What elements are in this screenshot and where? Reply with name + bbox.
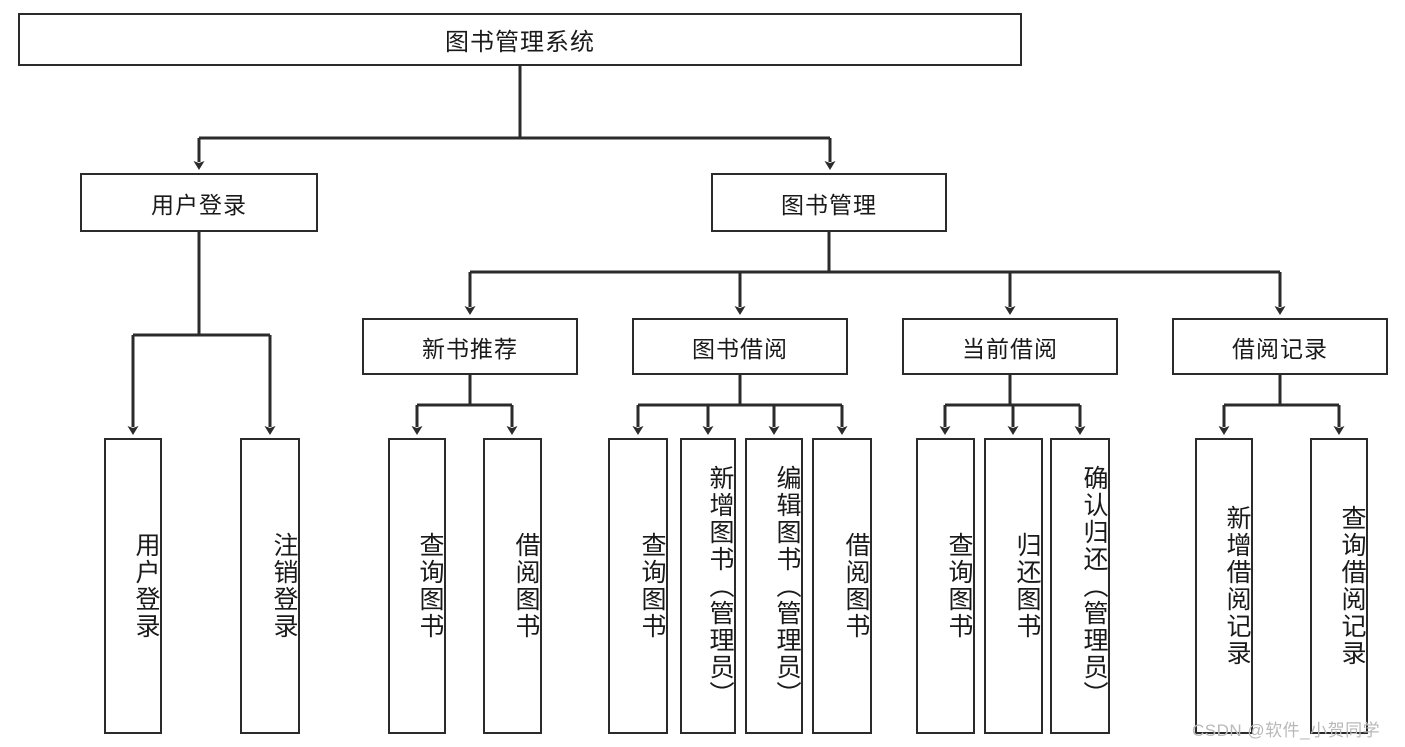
leaf-borrow-book[interactable]: 借阅图书 (812, 438, 872, 734)
leaf-borrow-book-recommend[interactable]: 借阅图书 (483, 438, 542, 734)
leaf-query-book-recommend[interactable]: 查询图书 (388, 438, 446, 734)
csdn-watermark: CSDN @软件_小贺同学 (1192, 721, 1381, 740)
node-label: 编辑图书（管理员） (773, 464, 801, 708)
leaf-edit-book-admin[interactable]: 编辑图书（管理员） (745, 438, 803, 734)
node-borrow-record[interactable]: 借阅记录 (1172, 318, 1388, 375)
node-label: 查询借阅记录 (1338, 505, 1366, 667)
node-book-borrow[interactable]: 图书借阅 (632, 318, 848, 375)
node-label: 查询图书 (416, 532, 444, 640)
node-label: 当前借阅 (962, 335, 1058, 362)
leaf-add-borrow-record[interactable]: 新增借阅记录 (1195, 438, 1253, 734)
leaf-return-book[interactable]: 归还图书 (984, 438, 1043, 734)
node-user-login[interactable]: 用户登录 (80, 173, 318, 232)
leaf-query-book-borrow[interactable]: 查询图书 (608, 438, 668, 734)
leaf-user-logout[interactable]: 注销登录 (240, 438, 300, 734)
leaf-user-login[interactable]: 用户登录 (104, 438, 162, 734)
node-label: 确认归还（管理员） (1080, 464, 1108, 708)
node-label: 归还图书 (1013, 532, 1041, 640)
node-label: 借阅记录 (1232, 335, 1328, 362)
node-label: 图书管理系统 (445, 29, 595, 56)
node-label: 借阅图书 (512, 532, 540, 640)
node-label: 查询图书 (638, 532, 666, 640)
node-current-borrow[interactable]: 当前借阅 (902, 318, 1118, 375)
node-book-management[interactable]: 图书管理 (711, 173, 947, 232)
node-label: 查询图书 (945, 532, 973, 640)
leaf-query-book-current[interactable]: 查询图书 (916, 438, 975, 734)
leaf-confirm-return-admin[interactable]: 确认归还（管理员） (1050, 438, 1110, 734)
node-label: 注销登录 (270, 532, 298, 640)
node-new-book-recommend[interactable]: 新书推荐 (362, 318, 578, 375)
node-label: 用户登录 (132, 532, 160, 640)
node-label: 用户登录 (151, 191, 247, 218)
node-root-system[interactable]: 图书管理系统 (18, 13, 1022, 66)
node-label: 借阅图书 (842, 532, 870, 640)
leaf-add-book-admin[interactable]: 新增图书（管理员） (680, 438, 736, 734)
node-label: 新增图书（管理员） (706, 464, 734, 708)
node-label: 图书管理 (781, 191, 877, 218)
node-label: 新增借阅记录 (1223, 505, 1251, 667)
leaf-query-borrow-record[interactable]: 查询借阅记录 (1310, 438, 1368, 734)
node-label: 新书推荐 (422, 335, 518, 362)
node-label: 图书借阅 (692, 335, 788, 362)
